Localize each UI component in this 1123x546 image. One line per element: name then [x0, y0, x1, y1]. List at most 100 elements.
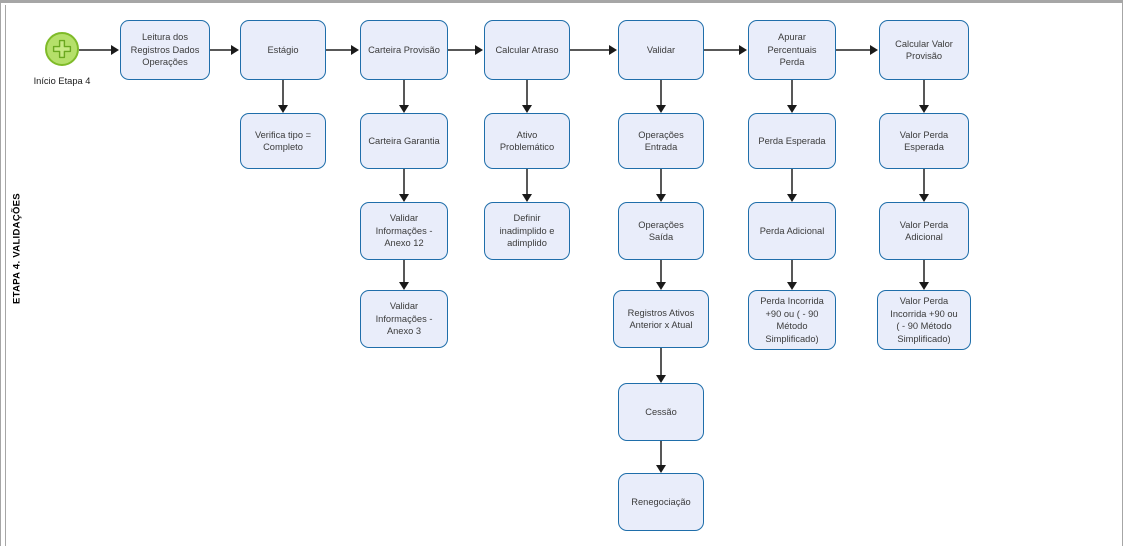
edge-cessao-to-renegociacao [660, 441, 662, 466]
arrowhead-ativo-to-definir [522, 194, 532, 202]
node-perda-adicional[interactable]: Perda Adicional [748, 202, 836, 260]
frame-left-border [0, 3, 1, 546]
edge-start-to-leitura [79, 49, 112, 51]
arrowhead-calcular-atraso-to-ativo [522, 105, 532, 113]
node-label: Estágio [267, 44, 299, 55]
arrowhead-validar-to-operacoes-entrada [656, 105, 666, 113]
node-label: Calcular Atraso [495, 44, 559, 55]
node-label: Renegociação [631, 496, 691, 507]
node-label: Verifica tipo =Completo [254, 129, 312, 153]
arrowhead-perda-adicional-to-incorrida [787, 282, 797, 290]
node-label: Carteira Garantia [368, 135, 440, 146]
arrowhead-validar-to-apurar [739, 45, 747, 55]
frame-top-border [0, 0, 1123, 3]
edge-validar-to-apurar [704, 49, 740, 51]
arrowhead-apurar-to-perda-esperada [787, 105, 797, 113]
arrowhead-saida-to-registros [656, 282, 666, 290]
arrowhead-anexo12-to-anexo3 [399, 282, 409, 290]
start-event-label: Início Etapa 4 [33, 76, 91, 86]
arrowhead-calcular-valor-to-valor-esperada [919, 105, 929, 113]
node-renegociacao[interactable]: Renegociação [618, 473, 704, 531]
lane-divider [5, 5, 6, 546]
node-cessao[interactable]: Cessão [618, 383, 704, 441]
edge-garantia-to-anexo12 [403, 169, 405, 195]
lane-title: ETAPA 4. VALIDAÇÕES [11, 193, 23, 304]
arrowhead-valor-adicional-to-valor-incorrida [919, 282, 929, 290]
node-validar[interactable]: Validar [618, 20, 704, 80]
node-label: Validar [646, 44, 676, 55]
edge-carteira-provisao-to-calcular-atraso [448, 49, 476, 51]
node-label: Cessão [645, 406, 677, 417]
edge-perda-adicional-to-incorrida [791, 260, 793, 283]
arrowhead-estagio-to-verifica [278, 105, 288, 113]
arrowhead-apurar-to-calcular-valor [870, 45, 878, 55]
edge-estagio-to-carteira-provisao [326, 49, 352, 51]
edge-valor-adicional-to-valor-incorrida [923, 260, 925, 283]
node-label: Perda Adicional [759, 225, 825, 236]
multiple-start-event-icon[interactable] [45, 32, 79, 66]
edge-calcular-atraso-to-validar [570, 49, 610, 51]
arrowhead-cessao-to-renegociacao [656, 465, 666, 473]
node-verifica-tipo-completo[interactable]: Verifica tipo =Completo [240, 113, 326, 169]
arrowhead-perda-esperada-to-adicional [787, 194, 797, 202]
edge-anexo12-to-anexo3 [403, 260, 405, 283]
arrowhead-registros-to-cessao [656, 375, 666, 383]
node-label: Perda Esperada [758, 135, 826, 146]
node-estagio[interactable]: Estágio [240, 20, 326, 80]
node-carteira-garantia[interactable]: Carteira Garantia [360, 113, 448, 169]
arrowhead-valor-esperada-to-valor-adicional [919, 194, 929, 202]
edge-valor-esperada-to-valor-adicional [923, 169, 925, 195]
node-carteira-provisao[interactable]: Carteira Provisão [360, 20, 448, 80]
arrowhead-garantia-to-anexo12 [399, 194, 409, 202]
edge-perda-esperada-to-adicional [791, 169, 793, 195]
arrowhead-leitura-to-estagio [231, 45, 239, 55]
edge-entrada-to-saida [660, 169, 662, 195]
arrowhead-calcular-atraso-to-validar [609, 45, 617, 55]
edge-apurar-to-perda-esperada [791, 80, 793, 106]
edge-ativo-to-definir [526, 169, 528, 195]
edge-leitura-to-estagio [210, 49, 233, 51]
edge-calcular-valor-to-valor-esperada [923, 80, 925, 106]
node-calcular-atraso[interactable]: Calcular Atraso [484, 20, 570, 80]
arrowhead-entrada-to-saida [656, 194, 666, 202]
arrowhead-start-to-leitura [111, 45, 119, 55]
edge-apurar-to-calcular-valor [836, 49, 871, 51]
node-perda-esperada[interactable]: Perda Esperada [748, 113, 836, 169]
arrowhead-carteira-provisao-to-garantia [399, 105, 409, 113]
edge-registros-to-cessao [660, 348, 662, 376]
edge-calcular-atraso-to-ativo [526, 80, 528, 106]
edge-carteira-provisao-to-garantia [403, 80, 405, 106]
arrowhead-estagio-to-carteira-provisao [351, 45, 359, 55]
edge-validar-to-operacoes-entrada [660, 80, 662, 106]
arrowhead-carteira-provisao-to-calcular-atraso [475, 45, 483, 55]
